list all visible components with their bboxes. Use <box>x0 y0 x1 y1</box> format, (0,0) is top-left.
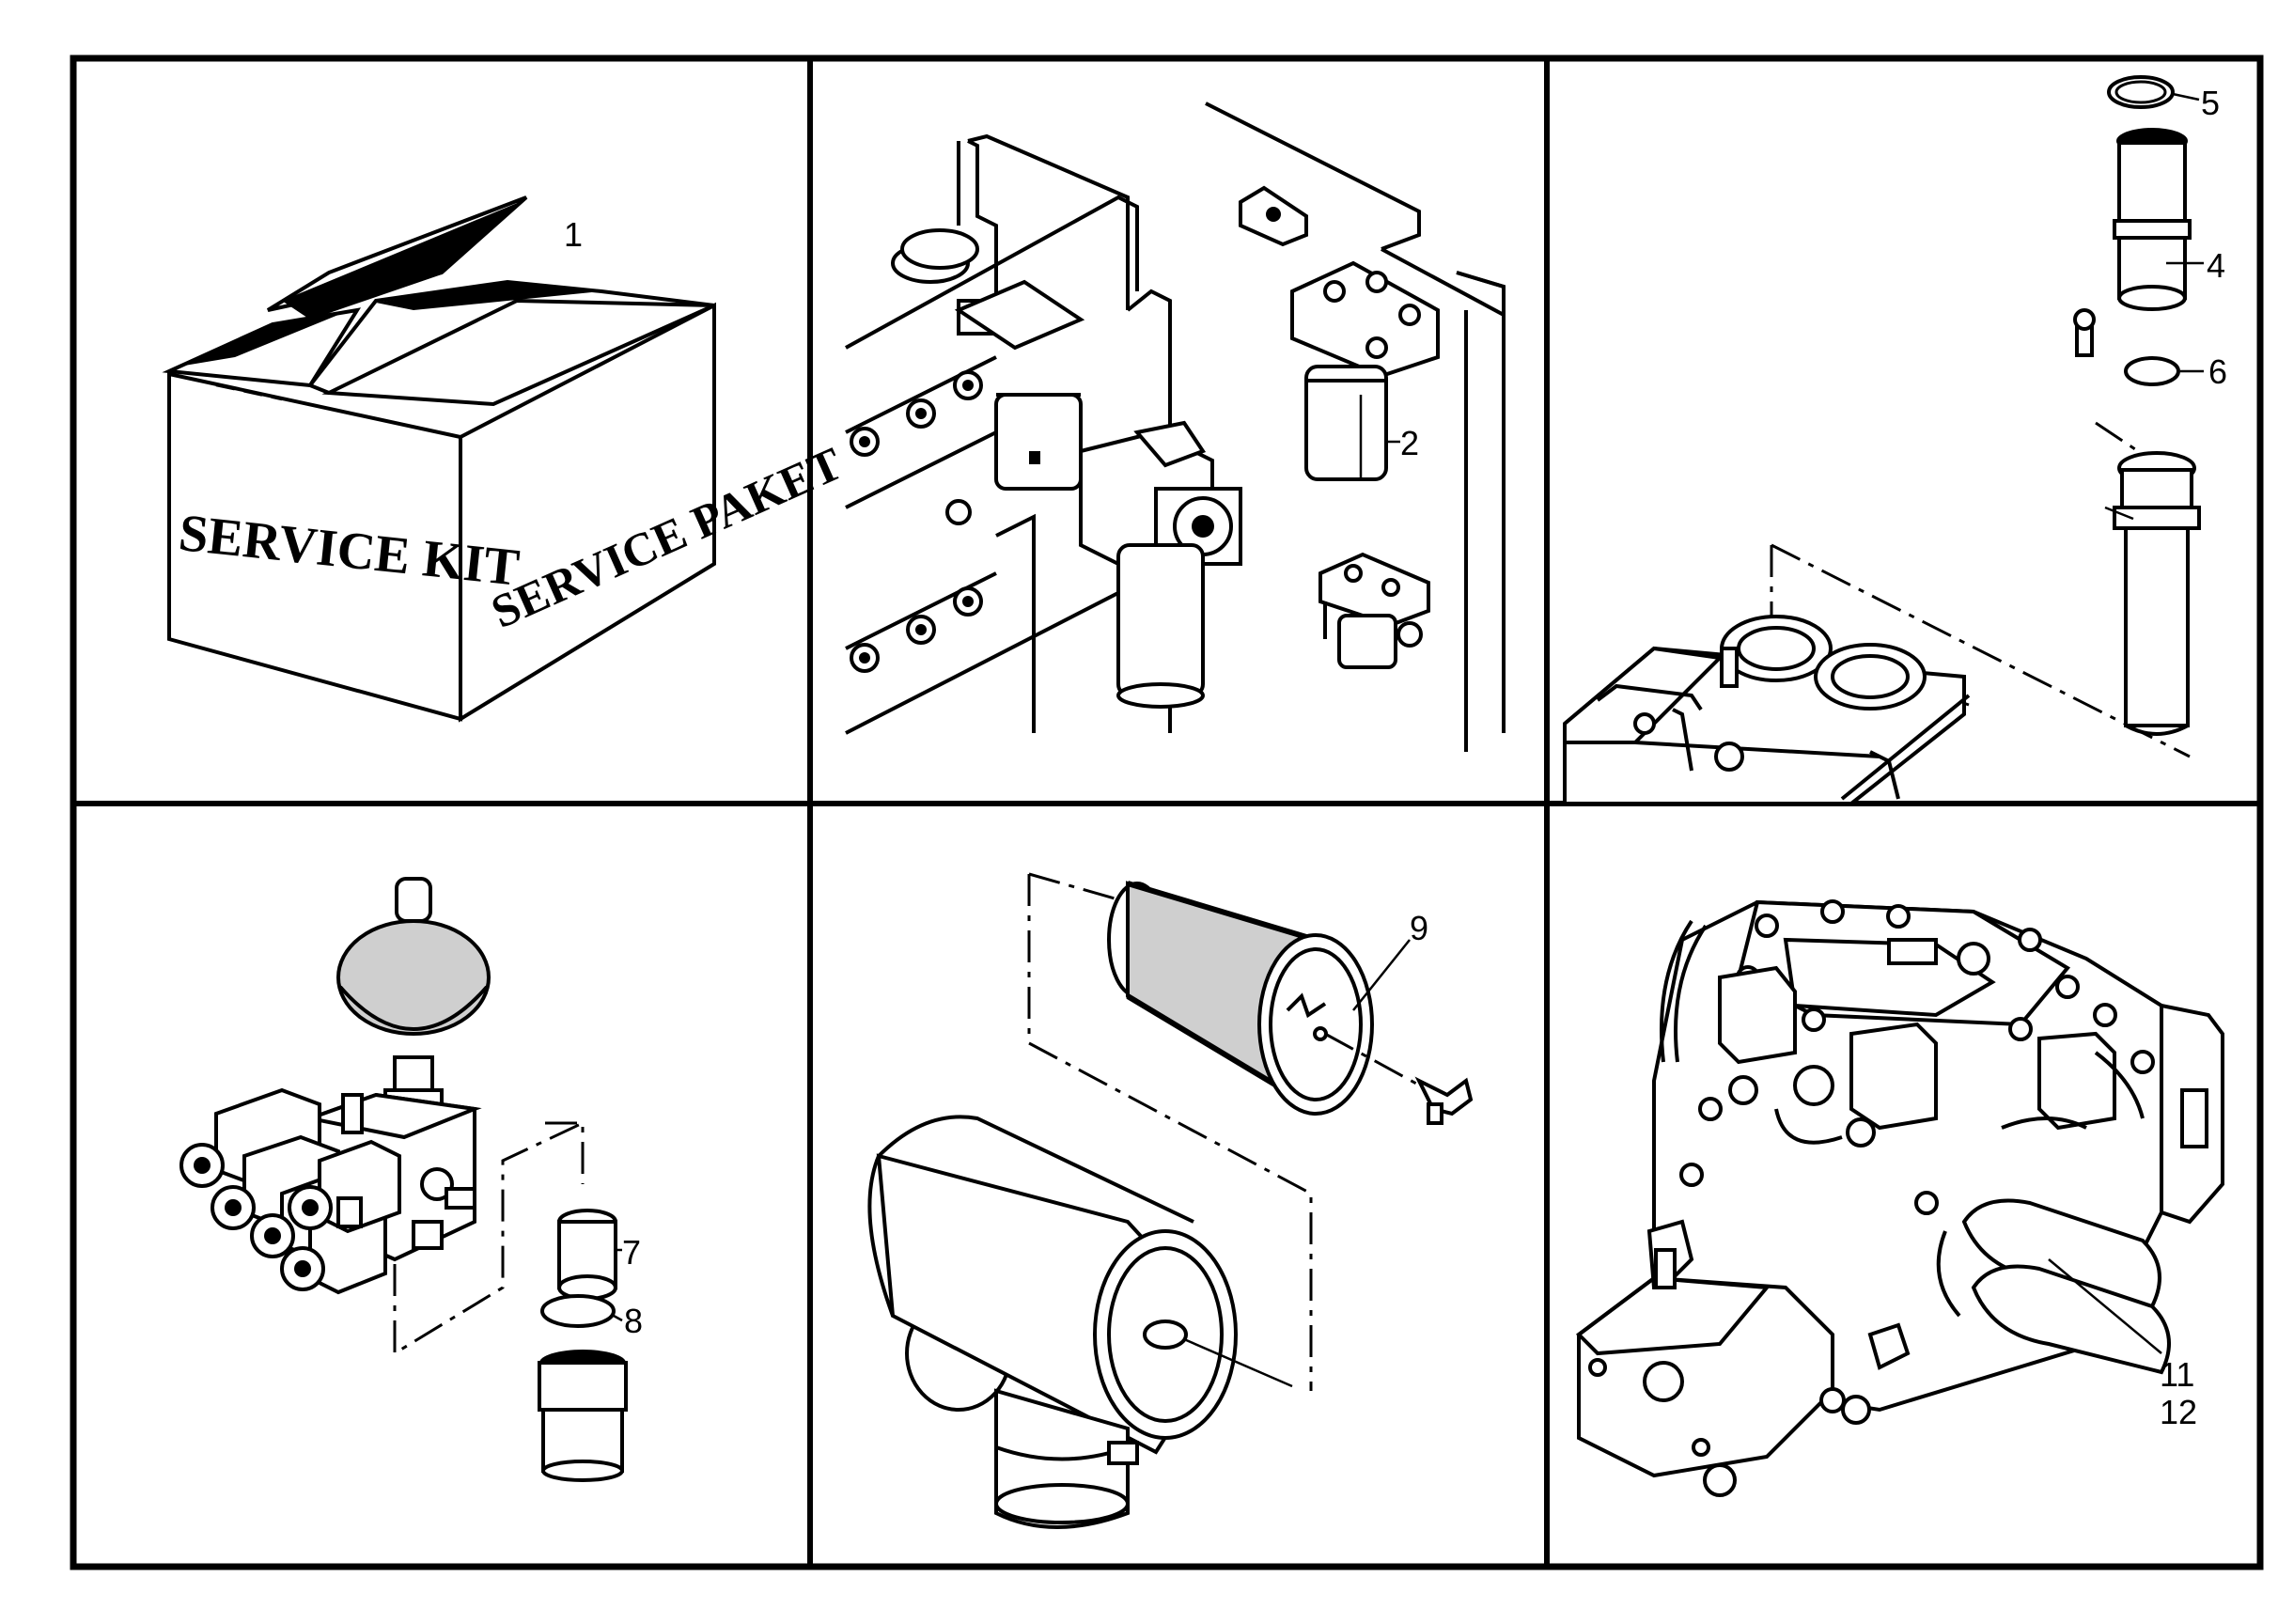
callout-8: 8 <box>624 1302 643 1340</box>
callout-6: 6 <box>2208 352 2227 391</box>
callout-5: 5 <box>2201 84 2220 122</box>
callout-2: 2 <box>1400 424 1419 462</box>
panel-engine-fuel-filter: 2 <box>845 102 1506 752</box>
panel-hydrostatic-pump: 11 12 <box>1575 899 2224 1497</box>
panel-air-filter: 9 <box>867 872 1474 1529</box>
engine-bolts <box>850 370 983 673</box>
panel-service-kit: SERVICE KIT SERVICE PAKET 1 <box>162 195 850 723</box>
callout-1: 1 <box>564 215 583 254</box>
callout-12: 12 <box>2160 1393 2197 1431</box>
callout-11: 11 <box>2160 1355 2194 1394</box>
panel-hydraulic-tank-filter: 5 4 6 <box>1563 75 2227 805</box>
panel-valve-block-accumulator: 7 8 <box>179 877 643 1482</box>
panel-grid <box>70 55 2264 1570</box>
callout-4: 4 <box>2207 246 2225 285</box>
callout-9: 9 <box>1410 909 1428 947</box>
pump-bolts <box>1679 899 2155 1215</box>
callout-7: 7 <box>622 1233 641 1272</box>
